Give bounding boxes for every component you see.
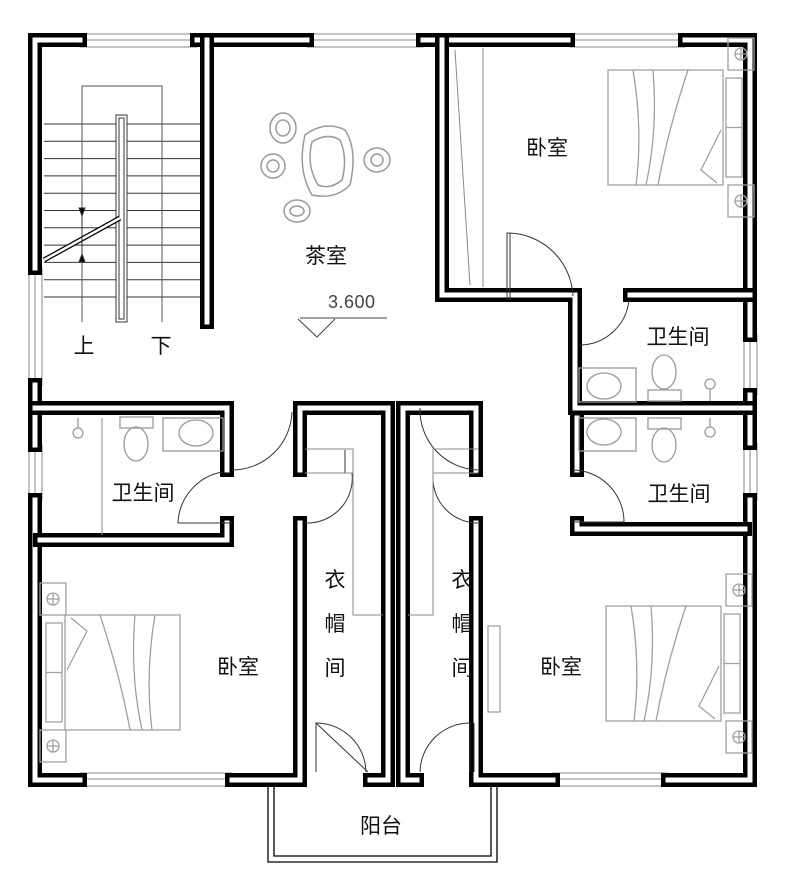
wall-segment	[682, 37, 753, 338]
room-label-tea-room: 茶室	[305, 244, 347, 268]
room-label-balcony: 阳台	[360, 814, 402, 838]
elevation-marker	[297, 317, 387, 338]
bed	[39, 582, 181, 763]
beds	[39, 37, 755, 763]
room-label-bedroom-bottom-right: 卧室	[540, 655, 582, 679]
wall-segment	[574, 520, 748, 532]
wall-segment	[297, 405, 391, 783]
doors	[177, 232, 630, 773]
wall-segment	[33, 516, 234, 547]
wardrobe-rails	[101, 48, 501, 713]
bath-fixtures	[72, 354, 716, 463]
room-label-bedroom-bottom-left: 卧室	[217, 655, 259, 679]
room-label-bath-left: 卫生间	[111, 481, 175, 505]
room-label-bath-right: 卫生间	[647, 482, 711, 506]
balcony-rail	[267, 787, 498, 863]
walls	[28, 33, 757, 787]
wall-segment	[473, 520, 556, 783]
room-label-bedroom-top-right: 卧室	[526, 136, 568, 160]
room-label-wardrobe-right: 衣帽间	[451, 568, 473, 680]
wall-segment	[229, 520, 303, 783]
room-label-wardrobe-left: 衣帽间	[324, 568, 346, 680]
wall-segment	[439, 37, 753, 411]
wall-segment	[28, 33, 87, 275]
bed	[607, 37, 755, 218]
room-label-bath-top-right: 卫生间	[646, 325, 710, 349]
wall-segment	[37, 520, 230, 543]
elevation-value: 3.600	[328, 292, 376, 312]
wall-segment	[32, 37, 83, 271]
bed	[605, 573, 753, 754]
wall-segment	[665, 497, 753, 783]
stair-down-label: 下	[150, 334, 172, 358]
stair-up-label: 上	[73, 334, 95, 358]
wall-segment	[661, 493, 757, 787]
wall-segment	[32, 405, 230, 473]
wall-segment	[32, 497, 83, 783]
rockery-decoration	[260, 112, 391, 223]
staircase	[42, 85, 200, 323]
wall-segment	[435, 33, 757, 415]
wall-segment	[400, 405, 479, 783]
